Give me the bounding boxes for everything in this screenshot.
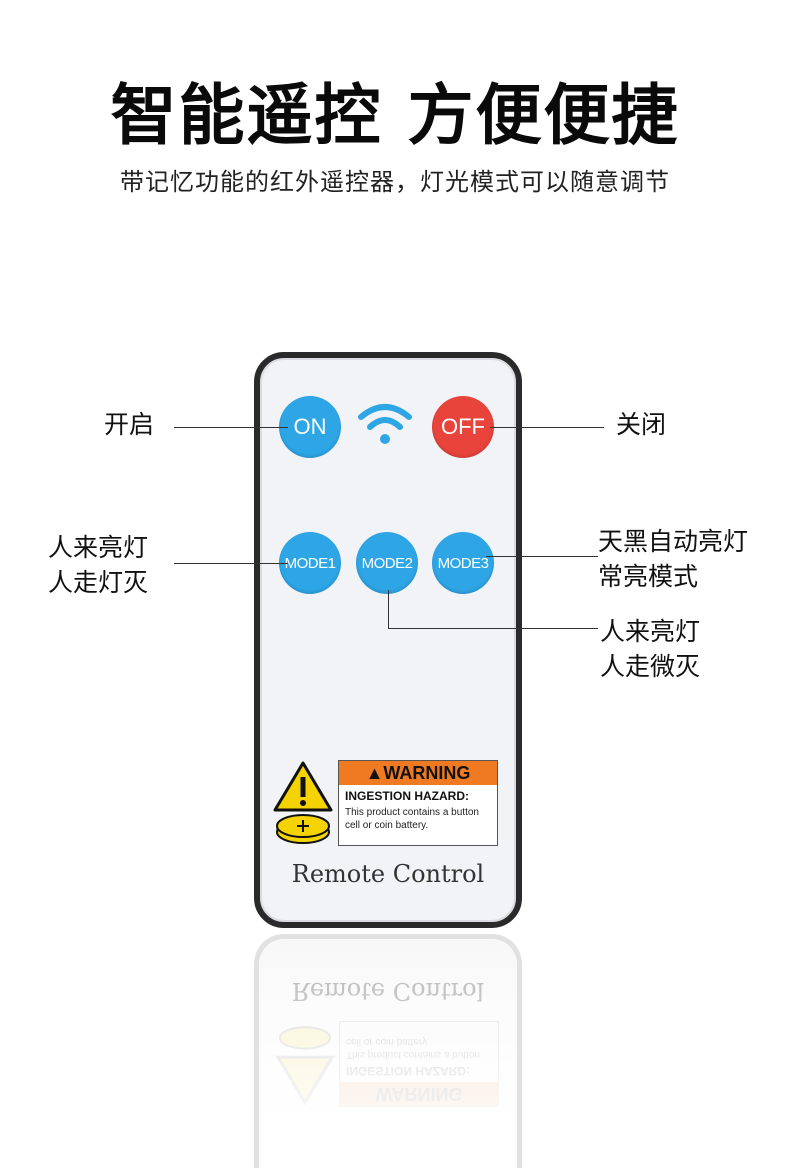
off-button[interactable]: OFF [432,396,494,458]
mode3-button-label: MODE3 [437,554,489,572]
leader-line-on [174,427,288,428]
warning-small-triangle-icon: ▲ [365,763,384,783]
callout-off: 关闭 [616,410,667,439]
mode2-button-label: MODE2 [361,554,413,572]
mode3-button[interactable]: MODE3 [432,532,494,594]
warning-header: WARNING [383,763,471,783]
callout-on: 开启 [104,410,155,439]
wifi-signal-icon [358,404,412,444]
warning-text-line2: cell or coin battery. [345,820,429,831]
callout-mode2-line1: 人来亮灯 [600,617,701,646]
callout-mode3-line1: 天黑自动亮灯 [598,527,749,556]
callout-mode2-line2: 人走微灭 [600,652,701,681]
callout-mode3-line2: 常亮模式 [598,562,699,591]
callout-mode1-line1: 人来亮灯 [48,533,149,562]
warning-triangle-icon [273,761,333,844]
remote-reflection: Remote Control WARNING INGESTION HAZARD:… [254,934,522,1168]
mode1-button[interactable]: MODE1 [279,532,341,594]
on-button-label: ON [293,414,327,439]
off-button-label: OFF [441,414,485,439]
warning-title: INGESTION HAZARD: [345,789,469,803]
mode2-button[interactable]: MODE2 [356,532,418,594]
leader-line-mode3 [486,556,598,557]
coin-battery-icon [276,814,330,844]
leader-line-off [490,427,604,428]
warning-text-box: ▲WARNING INGESTION HAZARD: This product … [338,760,498,846]
leader-line-mode2-vertical [388,590,389,628]
mode1-button-label: MODE1 [284,554,336,572]
headline: 智能遥控 方便便捷 [110,77,680,154]
reflection-fade [259,939,517,1168]
on-button[interactable]: ON [279,396,341,458]
warning-label: ▲WARNING INGESTION HAZARD: This product … [272,760,504,846]
subheadline: 带记忆功能的红外遥控器，灯光模式可以随意调节 [120,168,670,196]
leader-line-mode2 [388,628,598,629]
callout-mode1-line2: 人走灯灭 [48,568,149,597]
remote-control-label: Remote Control [291,860,485,888]
leader-line-mode1 [174,563,288,564]
warning-text-line1: This product contains a button [345,807,479,818]
